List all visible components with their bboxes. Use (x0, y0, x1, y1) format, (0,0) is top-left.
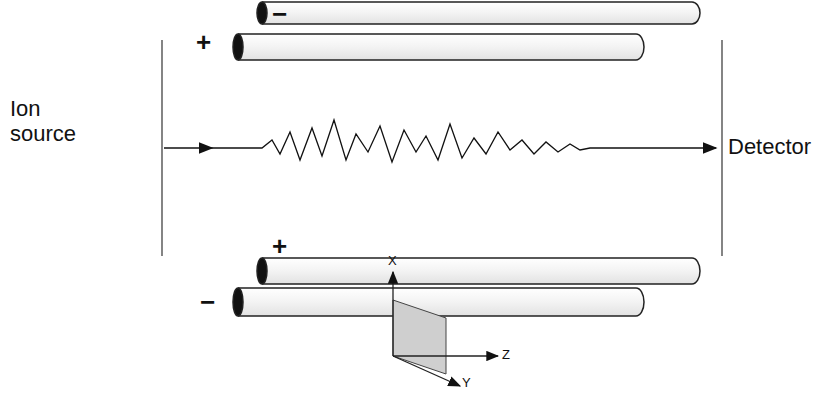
z-axis (393, 355, 498, 356)
x-axis (392, 272, 393, 356)
rod (233, 34, 644, 60)
rod (257, 2, 700, 24)
polarity-sign: − (272, 0, 287, 30)
axis-label: Y (462, 376, 471, 391)
axis-label: Z (502, 348, 510, 363)
axis-label: X (388, 254, 397, 269)
rod (233, 288, 644, 316)
detector-label: Detector (728, 134, 811, 159)
entrance-plate (161, 40, 162, 256)
ion-trajectory (212, 120, 660, 162)
ion-source-label: Ion source (10, 96, 90, 147)
polarity-sign: + (196, 28, 211, 58)
exit-plate (721, 40, 722, 256)
y-axis (393, 356, 460, 386)
rod (257, 258, 700, 284)
ion-arrow (164, 147, 212, 149)
ion-arrow (660, 147, 716, 149)
polarity-sign: − (200, 288, 215, 318)
plane (393, 300, 446, 374)
polarity-sign: + (272, 232, 287, 262)
